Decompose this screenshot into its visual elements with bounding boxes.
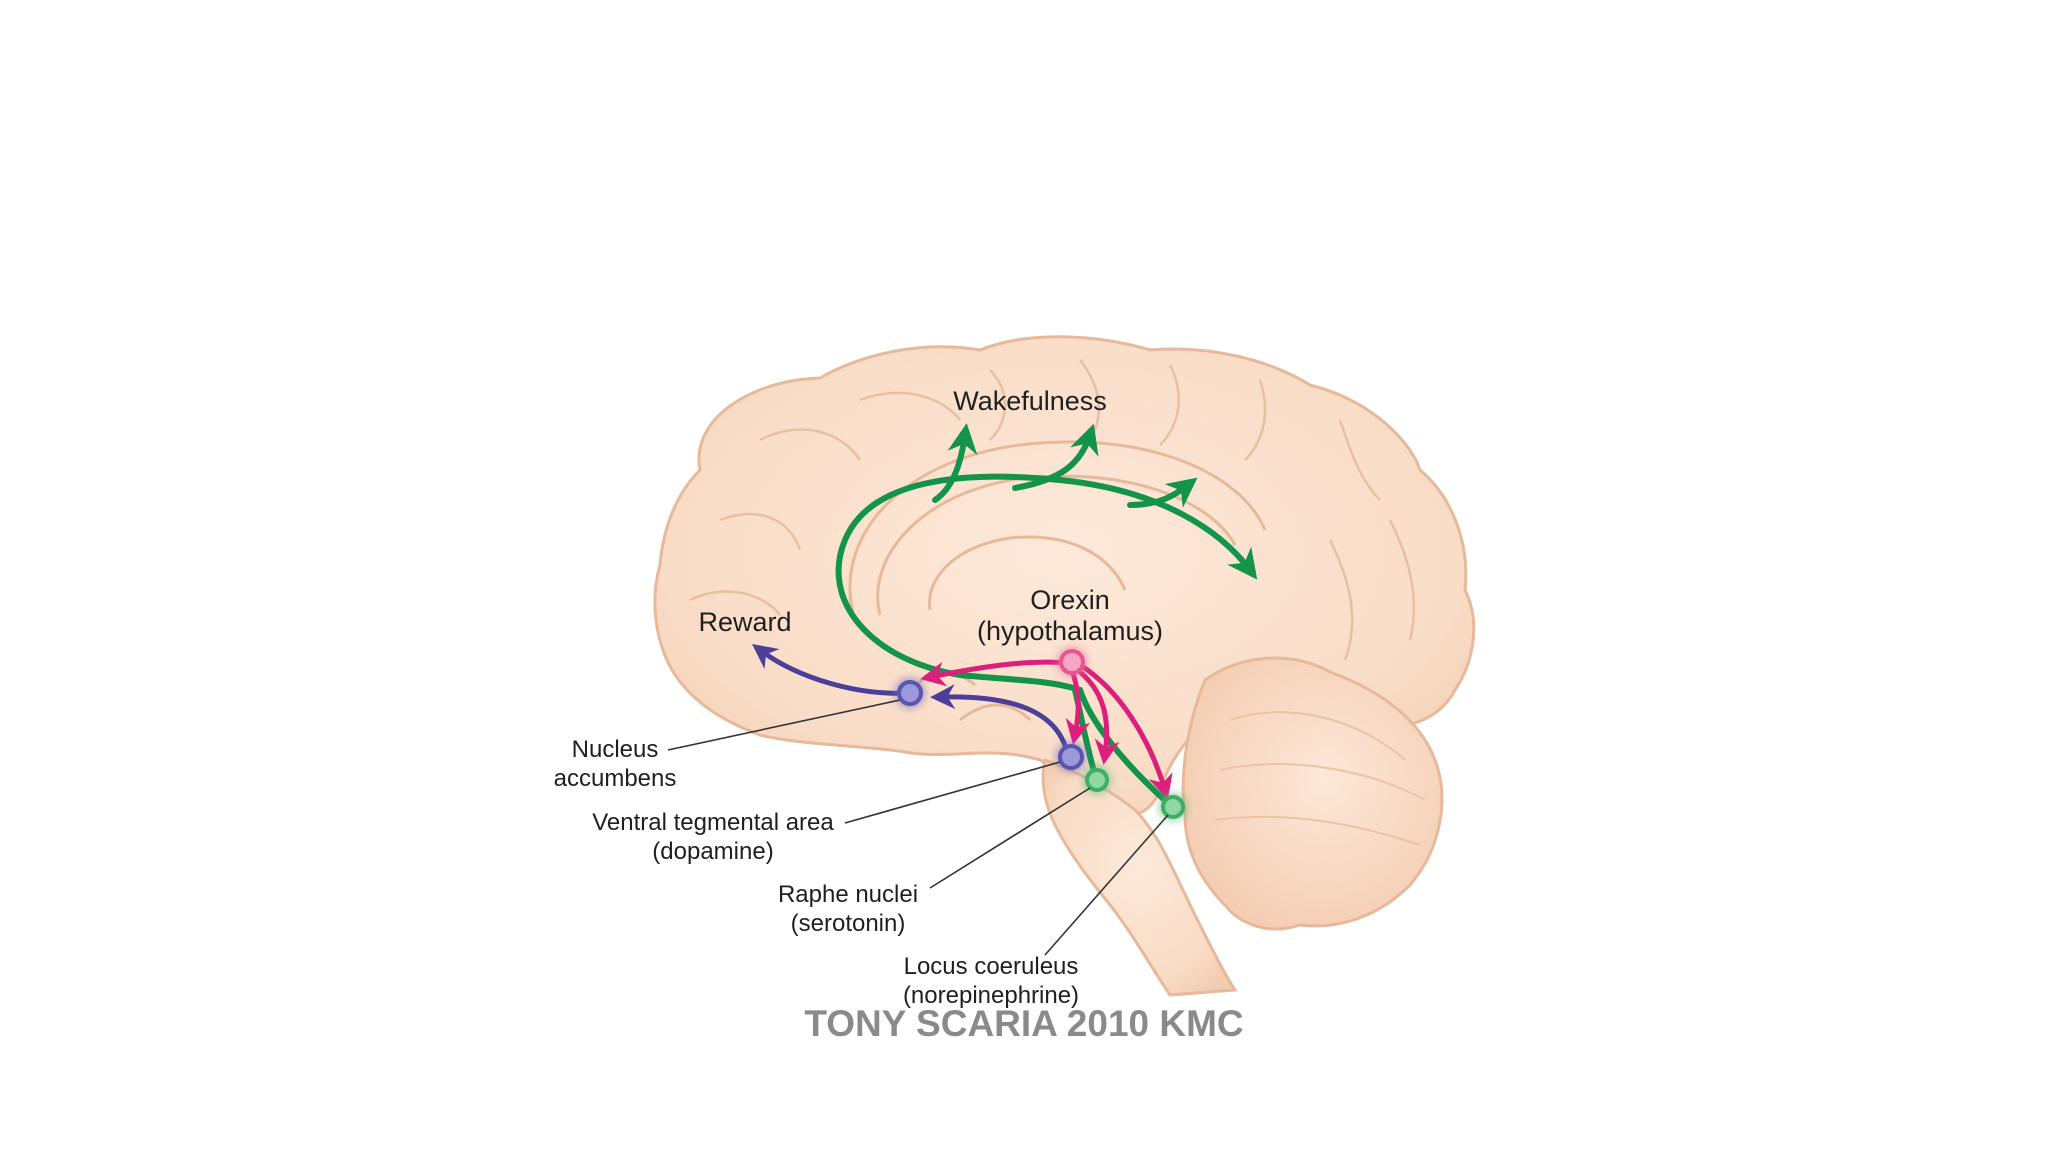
orexin-to-accumbens xyxy=(920,659,1073,687)
leader-nucleus xyxy=(667,699,901,751)
leader-lines xyxy=(667,699,1169,956)
brainstem xyxy=(1041,758,1238,997)
orexin-to-lc xyxy=(1077,662,1173,800)
wake-branch-3 xyxy=(1127,477,1198,508)
locus-coeruleus-label-line2: (norepinephrine) xyxy=(903,982,1079,1009)
leader-lc xyxy=(1044,814,1169,956)
nucleus-accumbens-node xyxy=(897,680,923,706)
gyri-lines xyxy=(689,359,1416,661)
orexin-label-line1: Orexin xyxy=(1030,585,1110,615)
reward-label: Reward xyxy=(698,607,791,637)
orexin-node xyxy=(1059,649,1085,675)
wakefulness-pathway xyxy=(835,423,1258,808)
vta-label-line1: Ventral tegmental area xyxy=(592,809,834,836)
leader-vta xyxy=(844,761,1061,824)
raphe-label-line1: Raphe nuclei xyxy=(778,881,918,908)
footer-credit: TONY SCARIA 2010 KMC xyxy=(804,1003,1243,1044)
orexin-label-line2: (hypothalamus) xyxy=(977,616,1163,646)
nucleus-accumbens-label-line2: accumbens xyxy=(554,765,677,792)
vta-label-line2: (dopamine) xyxy=(652,838,773,865)
raphe-label-line2: (serotonin) xyxy=(791,910,906,937)
wake-main-trunk xyxy=(835,473,1258,808)
raphe-node xyxy=(1085,768,1109,792)
wakefulness-label: Wakefulness xyxy=(953,386,1107,416)
vta-node xyxy=(1058,744,1084,770)
wake-branch-2 xyxy=(1012,423,1099,491)
cerebellum xyxy=(1181,656,1444,931)
wake-branch-1 xyxy=(932,423,978,503)
orexin-to-raphe xyxy=(1072,665,1120,765)
labels: Wakefulness Reward Orexin (hypothalamus)… xyxy=(554,386,1163,1009)
locus-coeruleus-node xyxy=(1161,795,1185,819)
nucleus-accumbens-label-line1: Nucleus xyxy=(572,736,659,763)
nodes xyxy=(897,649,1185,819)
locus-coeruleus-label-line1: Locus coeruleus xyxy=(904,953,1079,980)
dopamine-pathways xyxy=(751,644,1071,760)
accumbens-to-reward xyxy=(751,644,908,696)
leader-raphe xyxy=(929,787,1091,889)
vta-to-accumbens xyxy=(930,684,1071,760)
